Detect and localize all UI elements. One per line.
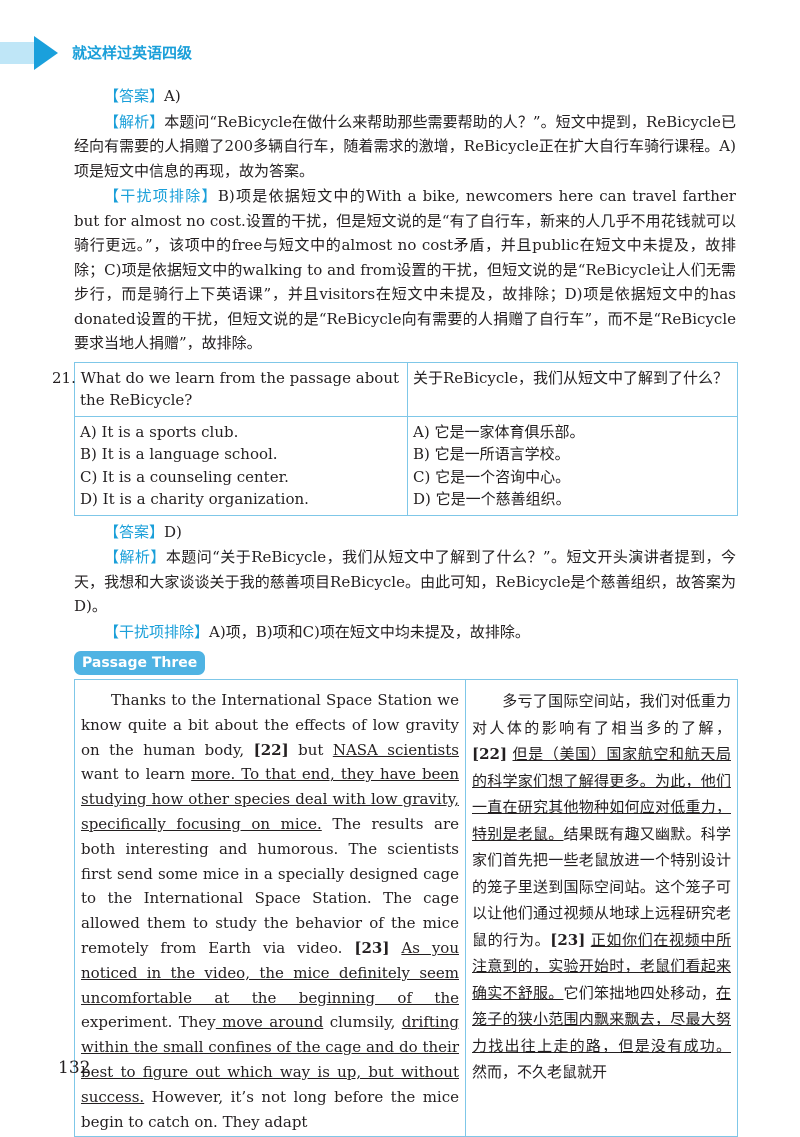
- page-content: 【答案】A) 【解析】本题问“ReBicycle在做什么来帮助那些需要帮助的人？…: [52, 84, 738, 1137]
- passage-cn-text: 它们笨拙地四处移动，: [563, 983, 716, 1002]
- passage-en-text: The results are both interesting and hum…: [81, 814, 459, 957]
- option-b-en: B) It is a language school.: [80, 445, 278, 463]
- q21-analysis: 【解析】本题问“关于ReBicycle，我们从短文中了解到了什么？”。短文开头演…: [74, 545, 736, 619]
- passage-table: Thanks to the International Space Statio…: [74, 678, 738, 1137]
- distractor-tag: 【干扰项排除】: [104, 187, 218, 205]
- option-a-cn: A) 它是一家体育俱乐部。: [413, 422, 585, 441]
- passage-en-text: experiment. They: [81, 1013, 216, 1032]
- passage-chinese: 多亏了国际空间站，我们对低重力对人体的影响有了相当多的了解， [22] 但是（美国…: [465, 678, 738, 1137]
- q20-answer: 【答案】A): [74, 84, 736, 109]
- q21-answer: 【答案】D): [74, 520, 736, 545]
- distractor-text: B)项是依据短文中的With a bike, newcomers here ca…: [74, 187, 736, 352]
- answer-value: D): [164, 522, 182, 541]
- analysis-tag: 【解析】: [104, 548, 166, 566]
- option-a-en: A) It is a sports club.: [80, 422, 239, 441]
- distractor-tag: 【干扰项排除】: [104, 622, 210, 641]
- option-c-cn: C) 它是一个咨询中心。: [413, 467, 571, 486]
- running-header: 就这样过英语四级: [0, 36, 260, 70]
- marker-22: [22]: [472, 745, 508, 763]
- underlined-text: more. To that end, they have been studyi…: [81, 765, 459, 833]
- q21-table: 21. What do we learn from the passage ab…: [52, 361, 738, 516]
- marker-22: [22]: [253, 740, 289, 759]
- table-row: 21. What do we learn from the passage ab…: [52, 361, 738, 417]
- passage-en-text: [389, 939, 401, 957]
- answer-tag: 【答案】: [104, 87, 165, 105]
- analysis-text: 本题问“ReBicycle在做什么来帮助那些需要帮助的人？”。短文中提到，ReB…: [74, 112, 736, 180]
- q20-analysis: 【解析】本题问“ReBicycle在做什么来帮助那些需要帮助的人？”。短文中提到…: [74, 110, 736, 184]
- passage-english: Thanks to the International Space Statio…: [74, 678, 466, 1137]
- passage-en-text: However, it’s not long before the mice b…: [81, 1087, 459, 1131]
- passage-en-text: but: [288, 740, 333, 759]
- underlined-text: 在笼子的狭小范围内飘来飘去，尽最大努力找出往上走的路，但是没有成功。: [472, 983, 731, 1055]
- q21-distractor: 【干扰项排除】A)项，B)项和C)项在短文中均未提及，故排除。: [74, 620, 736, 645]
- distractor-text: A)项，B)项和C)项在短文中均未提及，故排除。: [209, 622, 530, 641]
- q20-distractor: 【干扰项排除】B)项是依据短文中的With a bike, newcomers …: [74, 184, 736, 356]
- header-arrow-icon: [34, 36, 58, 70]
- q21-question-en: 21. What do we learn from the passage ab…: [52, 361, 408, 417]
- underlined-text: As you noticed in the video, the mice de…: [81, 938, 459, 1007]
- passage-cn-text: 多亏了国际空间站，我们对低重力对人体的影响有了相当多的了解，: [472, 692, 731, 737]
- underlined-text: drifting within the small confines of th…: [81, 1013, 459, 1106]
- passage-en-text: clumsily,: [323, 1013, 402, 1032]
- q21-options-cn: A) 它是一家体育俱乐部。 B) 它是一所语言学校。 C) 它是一个咨询中心。 …: [407, 415, 738, 516]
- analysis-text: 本题问“关于ReBicycle，我们从短文中了解到了什么？”。短文开头演讲者提到…: [74, 548, 736, 615]
- marker-23: [23]: [354, 938, 390, 957]
- underlined-text: NASA scientists: [332, 740, 459, 759]
- header-title: 就这样过英语四级: [72, 44, 193, 62]
- analysis-tag: 【解析】: [104, 112, 165, 131]
- answer-tag: 【答案】: [104, 522, 165, 541]
- passage-en-text: Thanks to the International Space Statio…: [81, 691, 459, 759]
- page-number: 132: [58, 1058, 91, 1078]
- table-row: Thanks to the International Space Statio…: [74, 678, 738, 1137]
- answer-value: A): [164, 87, 181, 105]
- marker-23: [23]: [550, 930, 586, 949]
- passage-cn-text: 结果既有趣又幽默。科学家们首先把一些老鼠放进一个特别设计的笼子里送到国际空间站。…: [472, 824, 731, 949]
- underlined-text: 但是（美国）国家航空和航天局的科学家们想了解得更多。为此，他们一直在研究其他物种…: [472, 745, 731, 843]
- underlined-text: 正如你们在视频中所注意到的，实验开始时，老鼠们看起来确实不舒服。: [472, 930, 731, 1002]
- q21-options-en: A) It is a sports club. B) It is a langu…: [74, 415, 408, 516]
- underlined-text: move around: [215, 1013, 324, 1032]
- passage-en-text: want to learn: [81, 765, 192, 784]
- option-c-en: C) It is a counseling center.: [80, 467, 289, 486]
- option-d-cn: D) 它是一个慈善组织。: [413, 490, 571, 508]
- option-b-cn: B) 它是一所语言学校。: [413, 445, 570, 463]
- q21-question-cn: 关于ReBicycle，我们从短文中了解到了什么？: [407, 361, 738, 417]
- header-bar-decoration: [0, 42, 34, 64]
- option-d-en: D) It is a charity organization.: [80, 490, 309, 508]
- passage-badge: Passage Three: [74, 651, 206, 675]
- passage-cn-text: 然而，不久老鼠就开: [472, 1063, 608, 1081]
- table-row: A) It is a sports club. B) It is a langu…: [74, 415, 738, 516]
